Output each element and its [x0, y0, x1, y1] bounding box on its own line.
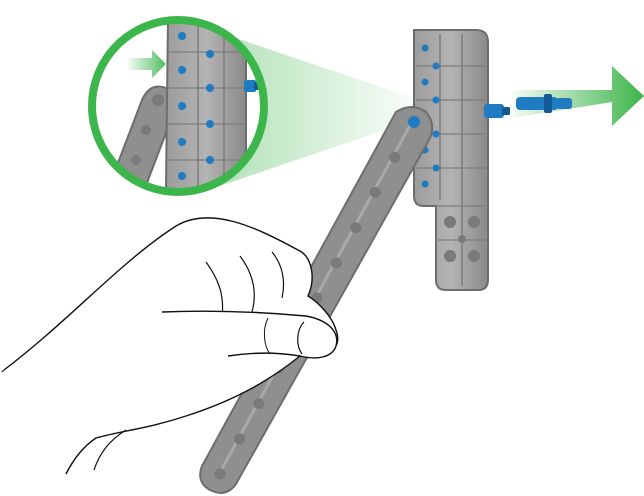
detail-arrow-icon	[128, 50, 166, 78]
beam-icon	[199, 106, 434, 494]
direction-arrow-icon	[512, 66, 644, 126]
magnifier-circle-icon	[88, 16, 268, 196]
beam-hole	[253, 398, 265, 410]
beam-hole	[408, 116, 420, 128]
pin-icon	[484, 104, 510, 118]
removed-pin-icon	[516, 94, 572, 113]
hand-icon	[1, 217, 339, 475]
detail-plate-icon	[164, 20, 247, 192]
beam-hole	[233, 433, 245, 445]
beam-hole	[214, 468, 226, 480]
beam-hole	[350, 222, 362, 234]
beam-hole	[369, 186, 381, 198]
beam-hole	[389, 151, 401, 163]
main-plate-icon	[413, 29, 489, 291]
beam-hole	[330, 257, 342, 269]
